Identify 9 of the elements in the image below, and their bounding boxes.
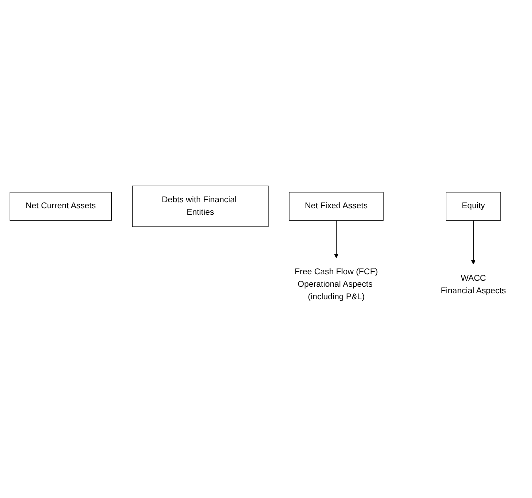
node-text: WACC Financial Aspects [441, 274, 506, 296]
arrow [471, 220, 476, 265]
node-box [132, 186, 269, 228]
node-box [289, 192, 384, 222]
node-box [446, 192, 502, 222]
node-text: Free Cash Flow (FCF) Operational Aspects (including P&L) [294, 268, 378, 302]
node-box [10, 192, 112, 222]
arrow [334, 220, 339, 259]
diagram: Net Current Assets Debts with Financial Entities Net Fixed Assets Equity Free Cash Flow (FCF) Operational Aspects (including P&L) WACC Financial Aspects [6, 182, 526, 316]
